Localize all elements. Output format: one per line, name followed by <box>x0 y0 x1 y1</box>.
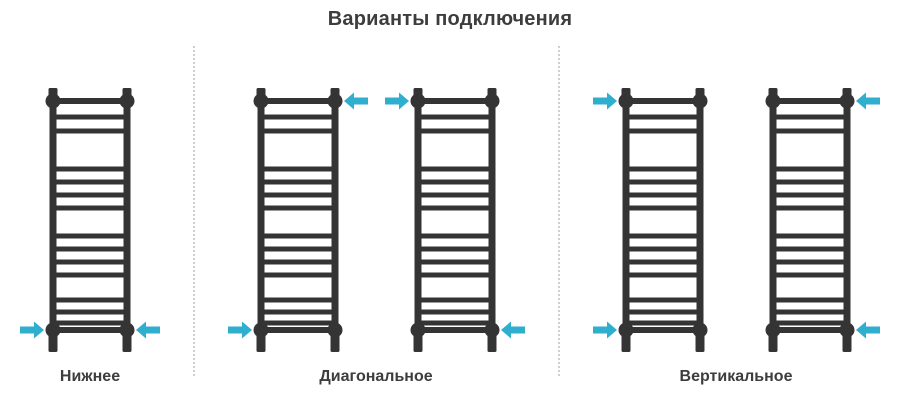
flow-arrow-bottom-right <box>136 321 160 339</box>
group-label-bottom: Нижнее <box>59 368 121 385</box>
flow-arrow-top-left <box>593 92 617 110</box>
towel-rail-figure-diagonal-1 <box>218 88 378 358</box>
towel-rail-svg <box>20 88 160 352</box>
towel-rail-svg <box>228 88 368 352</box>
group-separator <box>193 46 195 376</box>
flow-arrow-bottom-right <box>856 321 880 339</box>
rail-frame <box>410 88 500 352</box>
flow-arrow-top-right <box>344 92 368 110</box>
towel-rail-svg <box>593 88 708 352</box>
flow-arrow-bottom-right <box>501 321 525 339</box>
rail-frame <box>765 88 855 352</box>
towel-rail-svg <box>385 88 525 352</box>
group-separator <box>558 46 560 376</box>
towel-rail-svg <box>765 88 880 352</box>
rail-frame <box>253 88 343 352</box>
flow-arrow-bottom-left <box>228 321 252 339</box>
flow-arrow-bottom-left <box>20 321 44 339</box>
flow-arrow-top-right <box>856 92 880 110</box>
group-label-diagonal: Диагональное <box>319 368 433 385</box>
rail-frame <box>45 88 135 352</box>
group-label-vertical: Вертикальное <box>679 368 793 385</box>
towel-rail-figure-diagonal-2 <box>375 88 535 358</box>
page-title: Варианты подключения <box>327 8 573 30</box>
towel-rail-figure-bottom <box>10 88 170 358</box>
flow-arrow-top-left <box>385 92 409 110</box>
flow-arrow-bottom-left <box>593 321 617 339</box>
rail-frame <box>618 88 708 352</box>
towel-rail-figure-vertical-1 <box>583 88 743 358</box>
towel-rail-figure-vertical-2 <box>730 88 890 358</box>
